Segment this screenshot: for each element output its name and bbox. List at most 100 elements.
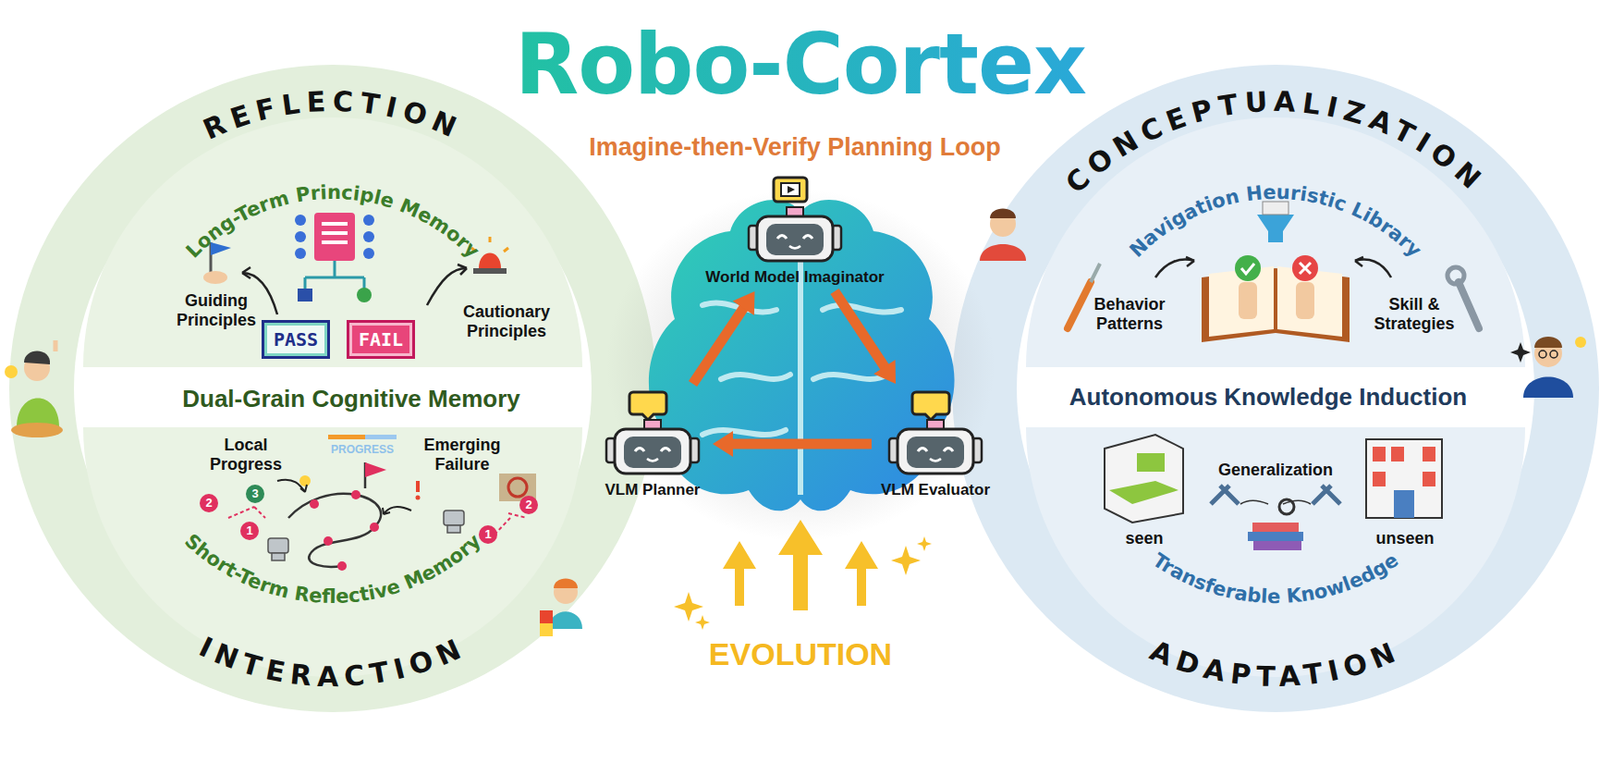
- callout-number: 1: [240, 521, 259, 540]
- trajectory-path-part: [299, 475, 311, 487]
- evolution-arrows: [673, 519, 932, 630]
- unseen-shelf-icon-part-part: [1372, 471, 1386, 487]
- unseen-shelf-icon-part: [1393, 489, 1415, 518]
- arc-label: Short-Term Reflective Memory: [180, 529, 486, 609]
- robot-icon-part: [789, 245, 801, 249]
- small-robots-part: [271, 552, 285, 561]
- seen-building-icon: [1104, 434, 1184, 523]
- arc-label: Long-Term Principle Memory: [182, 181, 485, 263]
- robot-icon-part: [757, 216, 833, 261]
- arc-label: Transferable Knowledge: [1148, 548, 1403, 608]
- connector-line: [834, 291, 887, 370]
- node-text: FAIL: [358, 328, 404, 351]
- robot-icon-part: [787, 185, 795, 194]
- book-icon-part: [1257, 214, 1295, 243]
- trajectory-path-part-part: [309, 499, 319, 509]
- text-label: unseen: [1375, 528, 1434, 549]
- principle-tree-icon-part-part: [294, 231, 306, 243]
- trajectory-path-part: [494, 512, 527, 535]
- person-icons-part: [549, 610, 583, 629]
- book-icon-part: [1229, 134, 1322, 135]
- tool-icons-part: [1458, 281, 1479, 329]
- book-icon-part: [1241, 263, 1255, 274]
- connector-arrow: [693, 291, 756, 384]
- principle-tree-icon: [294, 212, 375, 303]
- principle-tree-icon-part-part: [363, 214, 375, 226]
- left-ring: [9, 64, 657, 712]
- arc-label-text: ADAPTATION: [1145, 633, 1405, 693]
- small-robots-part: [268, 537, 289, 553]
- person-icons-part: [24, 350, 50, 365]
- evolution-arrows-part: [891, 545, 921, 575]
- unseen-shelf-icon-part: [1372, 446, 1436, 487]
- small-robots-part: [447, 525, 461, 533]
- book-icon: [1201, 134, 1350, 342]
- progress-bar: [328, 434, 397, 440]
- principle-tree-icon-part: [321, 231, 348, 235]
- alarm-icon-part: [478, 253, 501, 269]
- tool-icons-part: [1447, 267, 1465, 284]
- connector-line: [729, 439, 872, 450]
- book-icon-part: [1292, 255, 1319, 281]
- text-label: Skill & Strategies: [1363, 294, 1466, 333]
- person-icons-part: [1550, 350, 1558, 358]
- person-icons: [4, 208, 1587, 637]
- status-box: FAIL: [346, 319, 416, 359]
- unseen-shelf-icon-part-part: [1372, 446, 1386, 462]
- pass-fail-arrows-part: [242, 267, 251, 279]
- unseen-shelf-icon: [1366, 439, 1442, 518]
- principle-tree-icon-part-part: [294, 214, 306, 226]
- trajectory-path-part: [415, 495, 421, 501]
- callout-number: 2: [199, 493, 219, 513]
- trajectory-path-part-part: [323, 536, 333, 546]
- trajectory-path-part-part: [337, 561, 347, 571]
- principle-tree-icon-part: [321, 221, 348, 226]
- progress-bar-part: [328, 434, 366, 440]
- principle-tree-icon-part: [314, 212, 355, 261]
- person-icons-part: [989, 208, 1016, 220]
- person-icons-part: [1523, 377, 1574, 399]
- robot-node: World Model Imaginator: [701, 175, 888, 287]
- trajectory-path-part-part: [369, 522, 379, 532]
- person-icons-part: [11, 422, 63, 438]
- trajectory-path-part: [309, 489, 379, 571]
- text-label: Local Progress: [204, 435, 288, 474]
- evolution-arrows-part: [673, 591, 704, 622]
- principle-tree-icon-part: [305, 260, 365, 289]
- unseen-shelf-icon-part-part: [1422, 446, 1436, 462]
- right-ring-part: [1025, 427, 1526, 677]
- generalization-icon: [1210, 485, 1341, 550]
- heuristic-arrows-part: [1155, 259, 1195, 278]
- principle-tree-icon-part: [297, 288, 313, 302]
- robot-icon-part: [773, 177, 807, 202]
- heuristic-arrows: [1155, 256, 1392, 278]
- text-label: Guiding Principles: [165, 291, 268, 330]
- text-label: Dual-Grain Cognitive Memory: [182, 385, 521, 414]
- robot-icon: [744, 175, 846, 265]
- text-label: Autonomous Knowledge Induction: [1069, 383, 1467, 412]
- book-icon-part: [1238, 281, 1258, 319]
- small-robots-part: [443, 510, 465, 526]
- book-icon-part: [1234, 255, 1261, 281]
- node-text: World Model Imaginator: [705, 268, 884, 287]
- seen-building-icon-part: [1104, 434, 1184, 523]
- robot-icon-part: [897, 428, 974, 474]
- alarm-icon-part: [473, 268, 507, 274]
- evolution-arrows-part: [844, 540, 879, 606]
- heuristic-arrows-part: [1355, 259, 1392, 278]
- tool-icons-part: [1067, 281, 1091, 329]
- arrow-head: [873, 359, 896, 384]
- node-text: VLM Planner: [601, 480, 704, 500]
- callout-number: 3: [245, 484, 265, 503]
- principle-tree-icon-part: [356, 287, 372, 303]
- person-icons-part: [539, 610, 553, 623]
- text-label: Imagine-then-Verify Planning Loop: [588, 133, 1002, 162]
- node-text: VLM Evaluator: [880, 480, 990, 500]
- generalization-icon-part: [1240, 500, 1311, 504]
- pass-fail-arrows: [242, 264, 467, 315]
- book-icon-part: [1295, 281, 1315, 319]
- unseen-shelf-icon-part: [1366, 439, 1442, 518]
- text-label: Generalization: [1218, 460, 1333, 480]
- trajectory-path-part: [228, 506, 266, 518]
